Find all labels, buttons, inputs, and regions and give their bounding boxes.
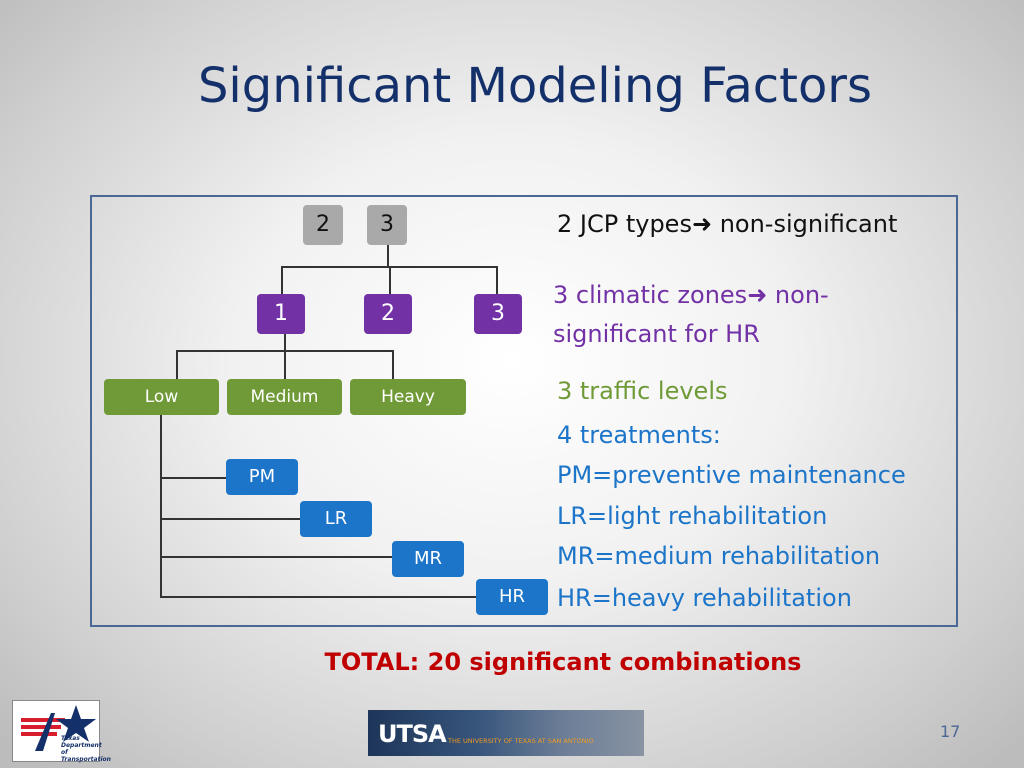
arrow-right-icon: ➜ <box>691 210 713 238</box>
utsa-logo-subtitle: THE UNIVERSITY OF TEXAS AT SAN ANTONIO <box>448 737 594 745</box>
zones-note-text: 3 climatic zones <box>553 281 748 309</box>
connector-line <box>284 334 286 351</box>
diagram-frame <box>90 195 958 627</box>
definition-mr: MR=medium rehabilitation <box>557 542 881 570</box>
zones-note-line2: significant for HR <box>553 320 760 348</box>
utsa-logo-word: UTSA <box>378 720 447 748</box>
treatments-heading: 4 treatments: <box>557 421 721 449</box>
treatment-node-lr: LR <box>300 501 372 537</box>
jcp-note-text: 2 JCP types <box>557 210 692 238</box>
traffic-node-heavy: Heavy <box>350 379 466 415</box>
traffic-node-low: Low <box>104 379 219 415</box>
definition-lr: LR=light rehabilitation <box>557 502 828 530</box>
arrow-right-icon: ➜ <box>747 281 768 309</box>
zone-node-1: 1 <box>257 294 305 334</box>
slide-title: Significant Modeling Factors <box>197 58 873 114</box>
connector-line <box>392 350 394 379</box>
treatment-node-pm: PM <box>226 459 298 495</box>
treatment-node-hr: HR <box>476 579 548 615</box>
jcp-node-3: 3 <box>367 205 407 245</box>
zones-note-result: non- <box>767 281 829 309</box>
zones-note: 3 climatic zones➜ non- <box>553 281 829 310</box>
definition-pm: PM=preventive maintenance <box>557 461 906 489</box>
connector-line <box>160 477 226 479</box>
zone-node-3: 3 <box>474 294 522 334</box>
connector-line <box>176 350 178 379</box>
traffic-note: 3 traffic levels <box>557 377 728 405</box>
txdot-logo: Texas Department of Transportation <box>12 700 111 763</box>
connector-line <box>496 266 498 294</box>
connector-line <box>160 596 476 598</box>
jcp-note-result: non-significant <box>712 210 898 238</box>
total-summary: TOTAL: 20 significant combinations <box>324 648 802 676</box>
treatment-node-mr: MR <box>392 541 464 577</box>
connector-line <box>160 556 392 558</box>
utsa-banner: UTSA THE UNIVERSITY OF TEXAS AT SAN ANTO… <box>368 710 644 756</box>
page-number: 17 <box>940 722 961 741</box>
txdot-star-icon <box>21 705 96 751</box>
connector-line <box>160 415 162 597</box>
connector-line <box>284 350 286 379</box>
connector-line <box>281 266 283 294</box>
connector-line <box>387 245 389 267</box>
connector-line <box>160 518 300 520</box>
zone-node-2: 2 <box>364 294 412 334</box>
jcp-note: 2 JCP types➜ non-significant <box>557 210 897 239</box>
txdot-logo-text: Texas Department of Transportation <box>61 735 111 763</box>
traffic-node-medium: Medium <box>227 379 342 415</box>
definition-hr: HR=heavy rehabilitation <box>557 584 852 612</box>
connector-line <box>389 266 391 294</box>
jcp-node-2: 2 <box>303 205 343 245</box>
